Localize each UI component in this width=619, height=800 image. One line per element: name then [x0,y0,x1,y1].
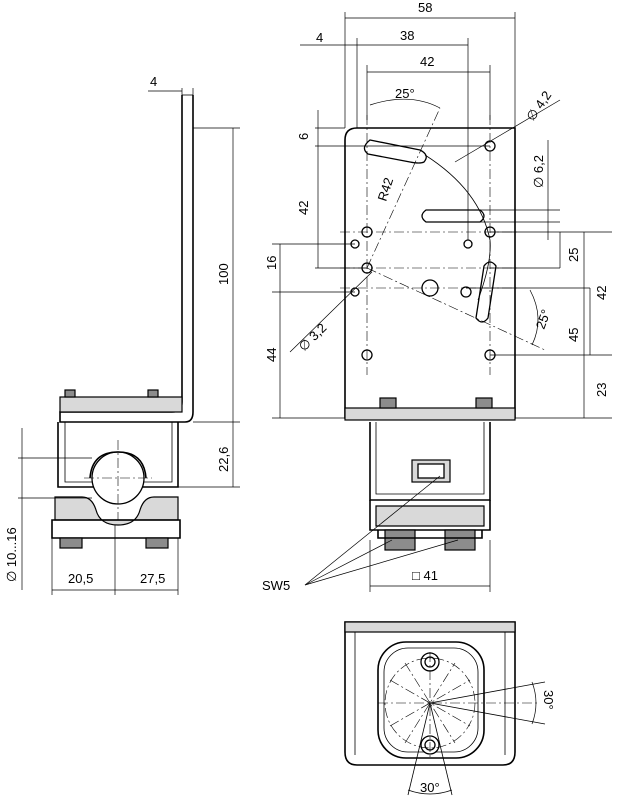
vert-16-label: 16 [264,256,279,270]
left-width-b-label: 27,5 [140,571,165,586]
vert-42-label: 42 [296,201,311,215]
dia-32-label: ∅ 3,2 [296,320,330,354]
left-height-label: 100 [216,263,231,285]
wrench-label: SW5 [262,578,290,593]
left-thickness-label: 4 [150,74,157,89]
angle-side-label: 30° [541,690,556,710]
right-23-label: 23 [594,383,609,397]
dia-62-label: ∅ 6,2 [531,155,546,188]
right-45-label: 45 [566,328,581,342]
front-view: 58 4 38 42 25° R42 ∅ 4,2 ∅ 6,2 6 42 [262,0,612,593]
right-25-label: 25 [566,248,581,262]
side-view: 4 100 22,6 ∅ 10...16 20,5 27,5 [4,74,240,595]
top-width-4-label: 4 [316,30,323,45]
left-width-a-label: 20,5 [68,571,93,586]
left-lower-height-label: 22,6 [216,447,231,472]
bottom-view: 30° 30° [344,621,556,796]
radius-label: R42 [375,176,397,203]
angle-right-label: 25° [533,307,554,331]
right-42-label: 42 [594,286,609,300]
top-width-42-label: 42 [420,54,434,69]
square-label: □ 41 [412,568,438,583]
top-width-38-label: 38 [400,28,414,43]
vert-6-label: 6 [296,133,311,140]
angle-top-label: 25° [395,86,415,101]
vert-44-label: 44 [264,348,279,362]
top-width-58-label: 58 [418,0,432,15]
left-diameter-label: ∅ 10...16 [4,527,19,582]
angle-bottom-label: 30° [420,780,440,795]
